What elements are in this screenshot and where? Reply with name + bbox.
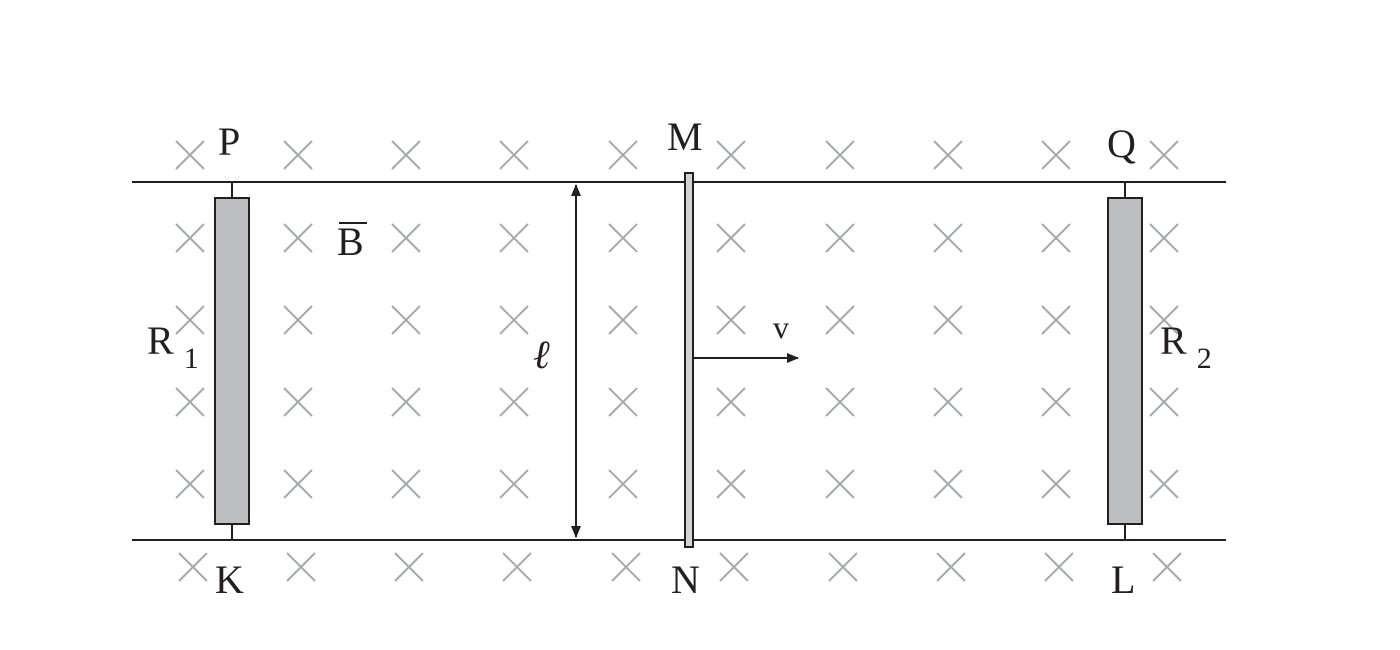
cross-mark-icon	[825, 469, 855, 499]
cross-mark-icon	[1149, 305, 1179, 335]
label-r1-letter: R	[147, 318, 174, 363]
label-r2: R 2	[1160, 318, 1212, 375]
cross-mark-icon	[933, 469, 963, 499]
cross-mark-icon	[933, 305, 963, 335]
cross-mark-icon	[1041, 140, 1071, 170]
cross-mark-icon	[825, 387, 855, 417]
cross-mark-icon	[716, 305, 746, 335]
resistor-r2	[1107, 197, 1143, 525]
cross-mark-icon	[828, 552, 858, 582]
cross-mark-icon	[716, 387, 746, 417]
cross-mark-icon	[394, 552, 424, 582]
cross-mark-icon	[1149, 469, 1179, 499]
cross-mark-icon	[933, 223, 963, 253]
cross-mark-icon	[1149, 223, 1179, 253]
cross-mark-icon	[499, 387, 529, 417]
sliding-bar-mn	[684, 172, 694, 548]
cross-mark-icon	[175, 387, 205, 417]
cross-mark-icon	[1041, 305, 1071, 335]
cross-mark-icon	[608, 305, 638, 335]
cross-mark-icon	[608, 140, 638, 170]
cross-mark-icon	[608, 223, 638, 253]
resistor-r1	[214, 197, 250, 525]
label-m: M	[667, 114, 703, 159]
label-k: K	[215, 557, 244, 602]
cross-mark-icon	[175, 305, 205, 335]
label-r1-subscript: 1	[184, 342, 199, 375]
cross-mark-icon	[391, 305, 421, 335]
cross-mark-icon	[499, 305, 529, 335]
cross-mark-icon	[611, 552, 641, 582]
cross-mark-icon	[286, 552, 316, 582]
cross-mark-icon	[936, 552, 966, 582]
label-l: L	[1111, 557, 1135, 602]
cross-mark-icon	[175, 469, 205, 499]
cross-mark-icon	[175, 140, 205, 170]
cross-mark-icon	[716, 140, 746, 170]
label-r2-letter: R	[1160, 318, 1187, 363]
label-velocity: v	[773, 309, 789, 345]
cross-mark-icon	[175, 223, 205, 253]
cross-mark-icon	[719, 552, 749, 582]
magnetic-field-crosses	[175, 140, 1182, 582]
cross-mark-icon	[933, 387, 963, 417]
cross-mark-icon	[825, 223, 855, 253]
cross-mark-icon	[283, 469, 313, 499]
cross-mark-icon	[608, 469, 638, 499]
cross-mark-icon	[283, 387, 313, 417]
cross-mark-icon	[283, 305, 313, 335]
label-length: ℓ	[533, 332, 550, 377]
cross-mark-icon	[499, 469, 529, 499]
cross-mark-icon	[391, 223, 421, 253]
cross-mark-icon	[608, 387, 638, 417]
cross-mark-icon	[825, 305, 855, 335]
label-q: Q	[1107, 121, 1136, 166]
cross-mark-icon	[391, 469, 421, 499]
cross-mark-icon	[1149, 387, 1179, 417]
cross-mark-icon	[1041, 469, 1071, 499]
label-n: N	[671, 557, 700, 602]
cross-mark-icon	[1041, 223, 1071, 253]
cross-mark-icon	[502, 552, 532, 582]
cross-mark-icon	[1041, 387, 1071, 417]
cross-mark-icon	[391, 140, 421, 170]
cross-mark-icon	[933, 140, 963, 170]
label-r2-subscript: 2	[1197, 342, 1212, 375]
cross-mark-icon	[391, 387, 421, 417]
cross-mark-icon	[1152, 552, 1182, 582]
cross-mark-icon	[499, 140, 529, 170]
cross-mark-icon	[499, 223, 529, 253]
label-b: B	[337, 219, 364, 264]
cross-mark-icon	[716, 223, 746, 253]
cross-mark-icon	[825, 140, 855, 170]
label-r1: R 1	[147, 318, 199, 375]
cross-mark-icon	[283, 140, 313, 170]
cross-mark-icon	[1149, 140, 1179, 170]
cross-mark-icon	[283, 223, 313, 253]
cross-mark-icon	[178, 552, 208, 582]
label-p: P	[218, 119, 240, 164]
cross-mark-icon	[1044, 552, 1074, 582]
cross-mark-icon	[716, 469, 746, 499]
